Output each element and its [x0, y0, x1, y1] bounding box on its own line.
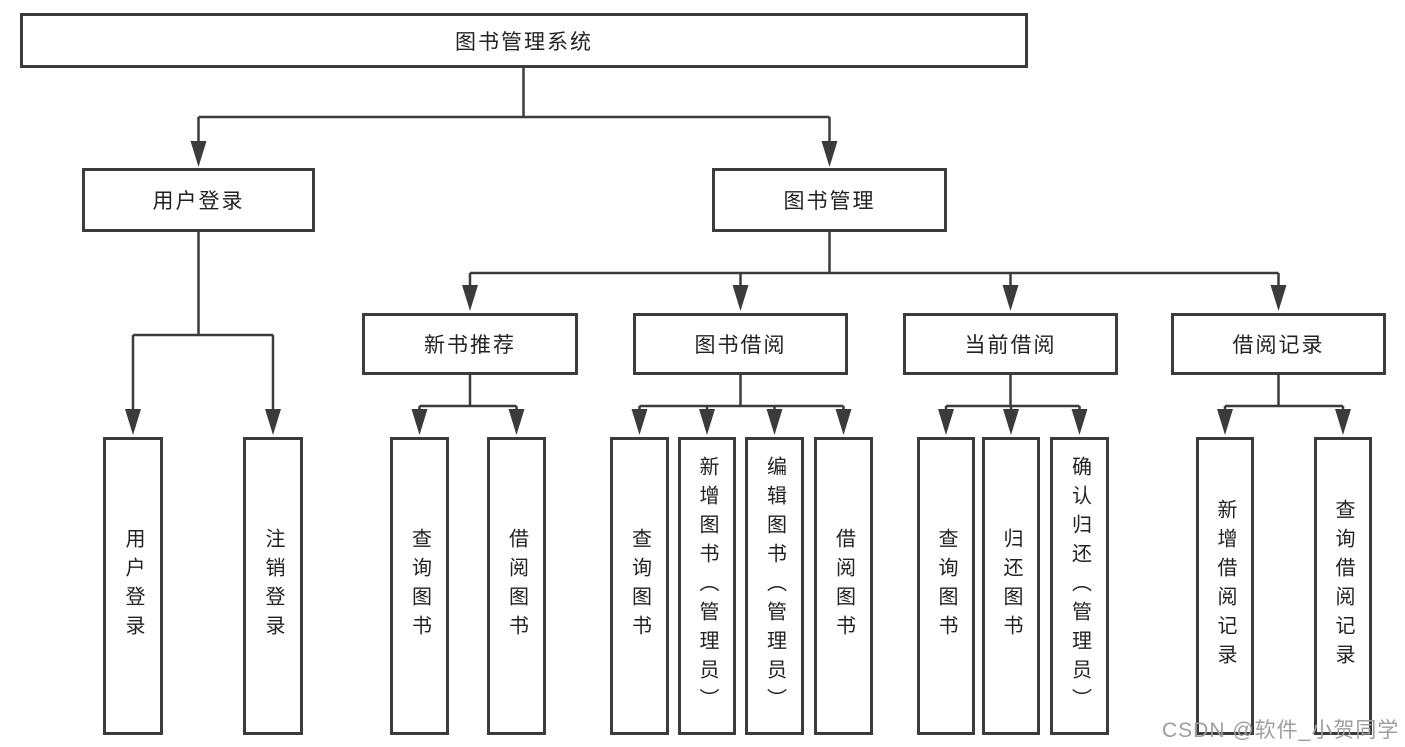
leaf-label: 查询借阅记录 [1332, 499, 1354, 673]
watermark-text: CSDN @软件_小贺同学 [1162, 719, 1400, 742]
leaf-borrow-books-recommendation: 借阅图书 [487, 437, 546, 735]
node-label: 借阅记录 [1232, 334, 1325, 357]
leaf-label: 用户登录 [122, 528, 144, 644]
leaf-label: 确认归还（管理员） [1068, 455, 1091, 717]
leaf-return-books: 归还图书 [982, 437, 1040, 735]
node-new-book-recommendation: 新书推荐 [362, 313, 578, 375]
leaf-label: 借阅图书 [505, 528, 528, 644]
leaf-user-login: 用户登录 [103, 437, 163, 735]
node-label: 用户登录 [152, 190, 245, 213]
leaf-label: 归还图书 [1000, 528, 1022, 644]
node-label: 图书管理系统 [455, 30, 593, 54]
leaf-query-books-current: 查询图书 [917, 437, 975, 735]
leaf-borrow-books-borrowing: 借阅图书 [814, 437, 873, 735]
node-label: 当前借阅 [964, 334, 1057, 357]
leaf-label: 查询图书 [408, 528, 431, 644]
node-book-borrowing: 图书借阅 [633, 313, 848, 375]
leaf-label: 新增借阅记录 [1214, 499, 1236, 673]
node-label: 新书推荐 [424, 334, 516, 357]
node-borrowing-records: 借阅记录 [1171, 313, 1386, 375]
leaf-confirm-return-admin: 确认归还（管理员） [1050, 437, 1109, 735]
leaf-add-book-admin: 新增图书（管理员） [678, 437, 736, 735]
leaf-add-borrow-record: 新增借阅记录 [1196, 437, 1254, 735]
node-user-login: 用户登录 [82, 168, 315, 232]
leaf-label: 借阅图书 [832, 528, 855, 644]
node-book-management: 图书管理 [712, 168, 947, 232]
leaf-label: 编辑图书（管理员） [763, 455, 786, 717]
leaf-logout: 注销登录 [243, 437, 303, 735]
leaf-edit-book-admin: 编辑图书（管理员） [745, 437, 804, 735]
arrowhead-icons [125, 141, 1351, 435]
leaf-label: 新增图书（管理员） [696, 455, 718, 717]
leaf-query-borrow-record: 查询借阅记录 [1314, 437, 1372, 735]
leaf-label: 查询图书 [628, 528, 651, 644]
node-library-management-system: 图书管理系统 [20, 13, 1028, 68]
node-label: 图书借阅 [694, 334, 787, 357]
node-label: 图书管理 [783, 190, 876, 213]
node-current-borrowing: 当前借阅 [903, 313, 1118, 375]
leaf-label: 查询图书 [935, 528, 957, 644]
leaf-query-books-recommendation: 查询图书 [390, 437, 449, 735]
leaf-label: 注销登录 [262, 528, 284, 644]
leaf-query-books-borrowing: 查询图书 [610, 437, 669, 735]
